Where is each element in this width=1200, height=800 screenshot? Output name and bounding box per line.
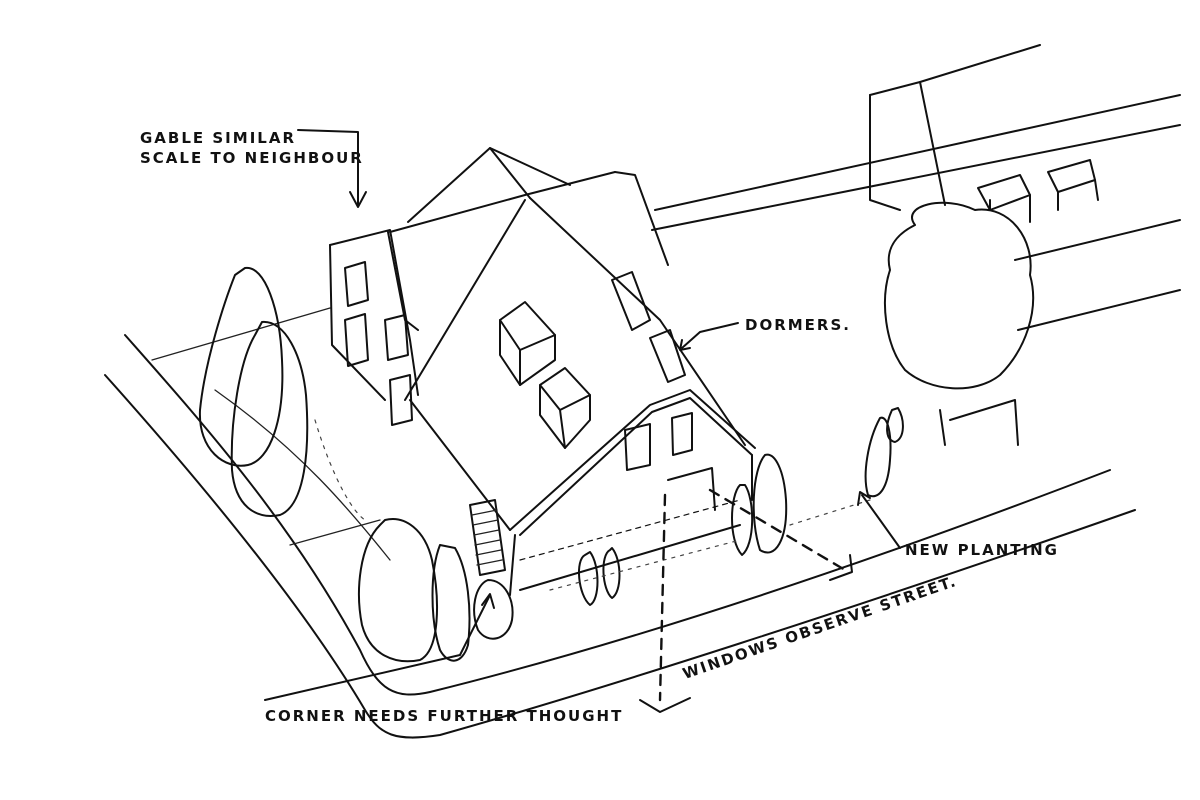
annotation-leaders — [264, 129, 901, 713]
gable-annotation-line1: GABLE SIMILAR — [140, 129, 296, 147]
corner-annotation: CORNER NEEDS FURTHER THOUGHT — [265, 707, 624, 725]
road — [104, 307, 1136, 739]
dormers-annotation: DORMERS. — [745, 316, 851, 334]
gable-annotation-line2: SCALE TO NEIGHBOUR — [140, 149, 364, 168]
ground-marks — [314, 419, 871, 591]
gable-annotation: GABLE SIMILAR SCALE TO NEIGHBOUR — [140, 128, 364, 169]
house — [329, 147, 756, 596]
neighbour-tree — [884, 201, 1035, 390]
new-planting-annotation: NEW PLANTING — [905, 541, 1059, 559]
trees — [198, 266, 904, 663]
neighbour-building — [651, 44, 1181, 446]
